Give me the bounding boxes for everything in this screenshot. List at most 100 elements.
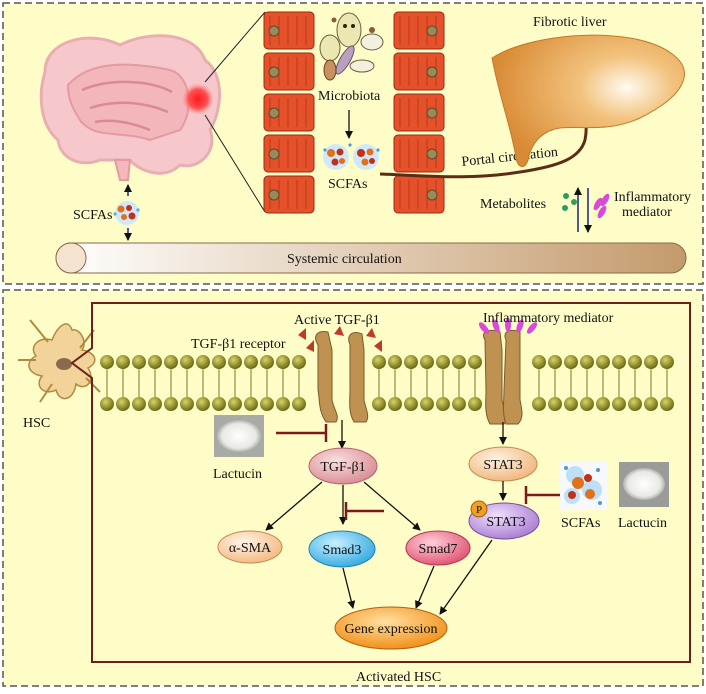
membrane-bead [228, 397, 242, 411]
gene-expression-node [334, 606, 448, 650]
membrane-bead [196, 355, 210, 369]
fibrotic-liver [491, 34, 685, 167]
membrane-bead [644, 397, 658, 411]
active-tgf-b1-ligands [298, 326, 382, 352]
membrane-bead [244, 397, 258, 411]
membrane-bead [244, 355, 258, 369]
smad7-to-gene-arrow [415, 565, 435, 609]
membrane-bead [660, 355, 674, 369]
lactucin-powder-left [214, 415, 264, 457]
membrane-bead [548, 355, 562, 369]
scfas-right-label: SCFAs [561, 516, 600, 531]
tgf-to-smad7-arrow [363, 481, 421, 531]
epithelial-cell [263, 175, 315, 214]
membrane-bead [628, 355, 642, 369]
epithelial-cell [393, 93, 445, 132]
microbiota-label: Microbiota [318, 89, 381, 104]
membrane-bead [532, 397, 546, 411]
metabolites-label: Metabolites [480, 197, 546, 212]
membrane-bead [436, 397, 450, 411]
membrane-bead [180, 355, 194, 369]
cell-nucleus [268, 148, 280, 160]
activated-hsc-label: Activated HSC [356, 670, 441, 685]
cell-nucleus [426, 148, 438, 160]
smad7-label: Smad7 [419, 542, 458, 557]
stat3-label: STAT3 [483, 458, 522, 473]
inflammatory-mediator-glyphs [593, 193, 610, 219]
membrane-bead [612, 397, 626, 411]
tgf-b1-receptor [315, 331, 369, 423]
scfa-cluster-right [560, 462, 608, 510]
smad7-node [405, 530, 471, 566]
membrane-bead [292, 355, 306, 369]
membrane-bead [628, 397, 642, 411]
membrane-bead [644, 355, 658, 369]
membrane-bead [452, 397, 466, 411]
scfas-gut-label: SCFAs [73, 208, 112, 223]
smad3-node [308, 530, 376, 568]
membrane-bead [196, 397, 210, 411]
membrane-bead [276, 355, 290, 369]
membrane-bead [276, 397, 290, 411]
membrane-bead [212, 397, 226, 411]
membrane-bead [468, 355, 482, 369]
cell-nucleus [268, 25, 280, 37]
lactucin-powder-right [619, 462, 669, 507]
active-tgf-b1-label: Active TGF-β1 [294, 313, 380, 328]
scfa-cluster-lumen [323, 143, 380, 170]
metabolite-dots [562, 193, 577, 211]
membrane-bead [580, 397, 594, 411]
membrane-bead [420, 355, 434, 369]
tgf-to-asma-arrow [265, 481, 323, 531]
tgf-b1-node-label: TGF-β1 [320, 460, 365, 475]
membrane-bead [260, 397, 274, 411]
scfa-cluster-gut [113, 201, 140, 225]
smad3-to-gene-arrow [342, 567, 356, 609]
membrane-bead [212, 355, 226, 369]
pstat3-to-gene-arrow [439, 539, 493, 615]
epithelial-cell [263, 93, 315, 132]
lactucin-right-label: Lactucin [618, 516, 667, 531]
membrane-bead [452, 355, 466, 369]
membrane-bead [148, 397, 162, 411]
membrane-bead [372, 397, 386, 411]
membrane-bead [532, 355, 546, 369]
epithelial-cell [393, 134, 445, 173]
membrane-bead [420, 397, 434, 411]
membrane-bead [100, 397, 114, 411]
epithelium-left [263, 11, 315, 214]
membrane-bead [132, 355, 146, 369]
zoom-line-top [204, 11, 266, 83]
membrane-bead [548, 397, 562, 411]
epithelial-cell [393, 11, 445, 50]
membrane-bead [372, 355, 386, 369]
membrane-bead [612, 355, 626, 369]
cell-nucleus [426, 189, 438, 201]
membrane-bead [260, 355, 274, 369]
tgf-b1-receptor-label: TGF-β1 receptor [191, 337, 286, 352]
membrane-bead [404, 397, 418, 411]
membrane-bead [436, 355, 450, 369]
intestine-illustration [39, 34, 221, 181]
epithelial-cell [263, 52, 315, 91]
systemic-circulation-tube [55, 242, 687, 274]
membrane-bead [564, 397, 578, 411]
membrane-bead [388, 397, 402, 411]
membrane-bead [100, 355, 114, 369]
tgf-b1-node [308, 447, 378, 485]
membrane-bead [404, 355, 418, 369]
lactucin-left-label: Lactucin [213, 467, 262, 482]
membrane-bead [228, 355, 242, 369]
a-sma-label: α-SMA [229, 541, 272, 556]
phospho-label: P [476, 504, 482, 516]
membrane-bead [564, 355, 578, 369]
membrane-bead [388, 355, 402, 369]
cell-nucleus [268, 107, 280, 119]
inflammatory-label-2: mediator [622, 205, 672, 220]
hsc-label: HSC [23, 416, 50, 431]
membrane-bead [116, 397, 130, 411]
membrane-bead [580, 355, 594, 369]
highlight-spot [182, 83, 214, 115]
systemic-circulation-label: Systemic circulation [287, 252, 402, 267]
